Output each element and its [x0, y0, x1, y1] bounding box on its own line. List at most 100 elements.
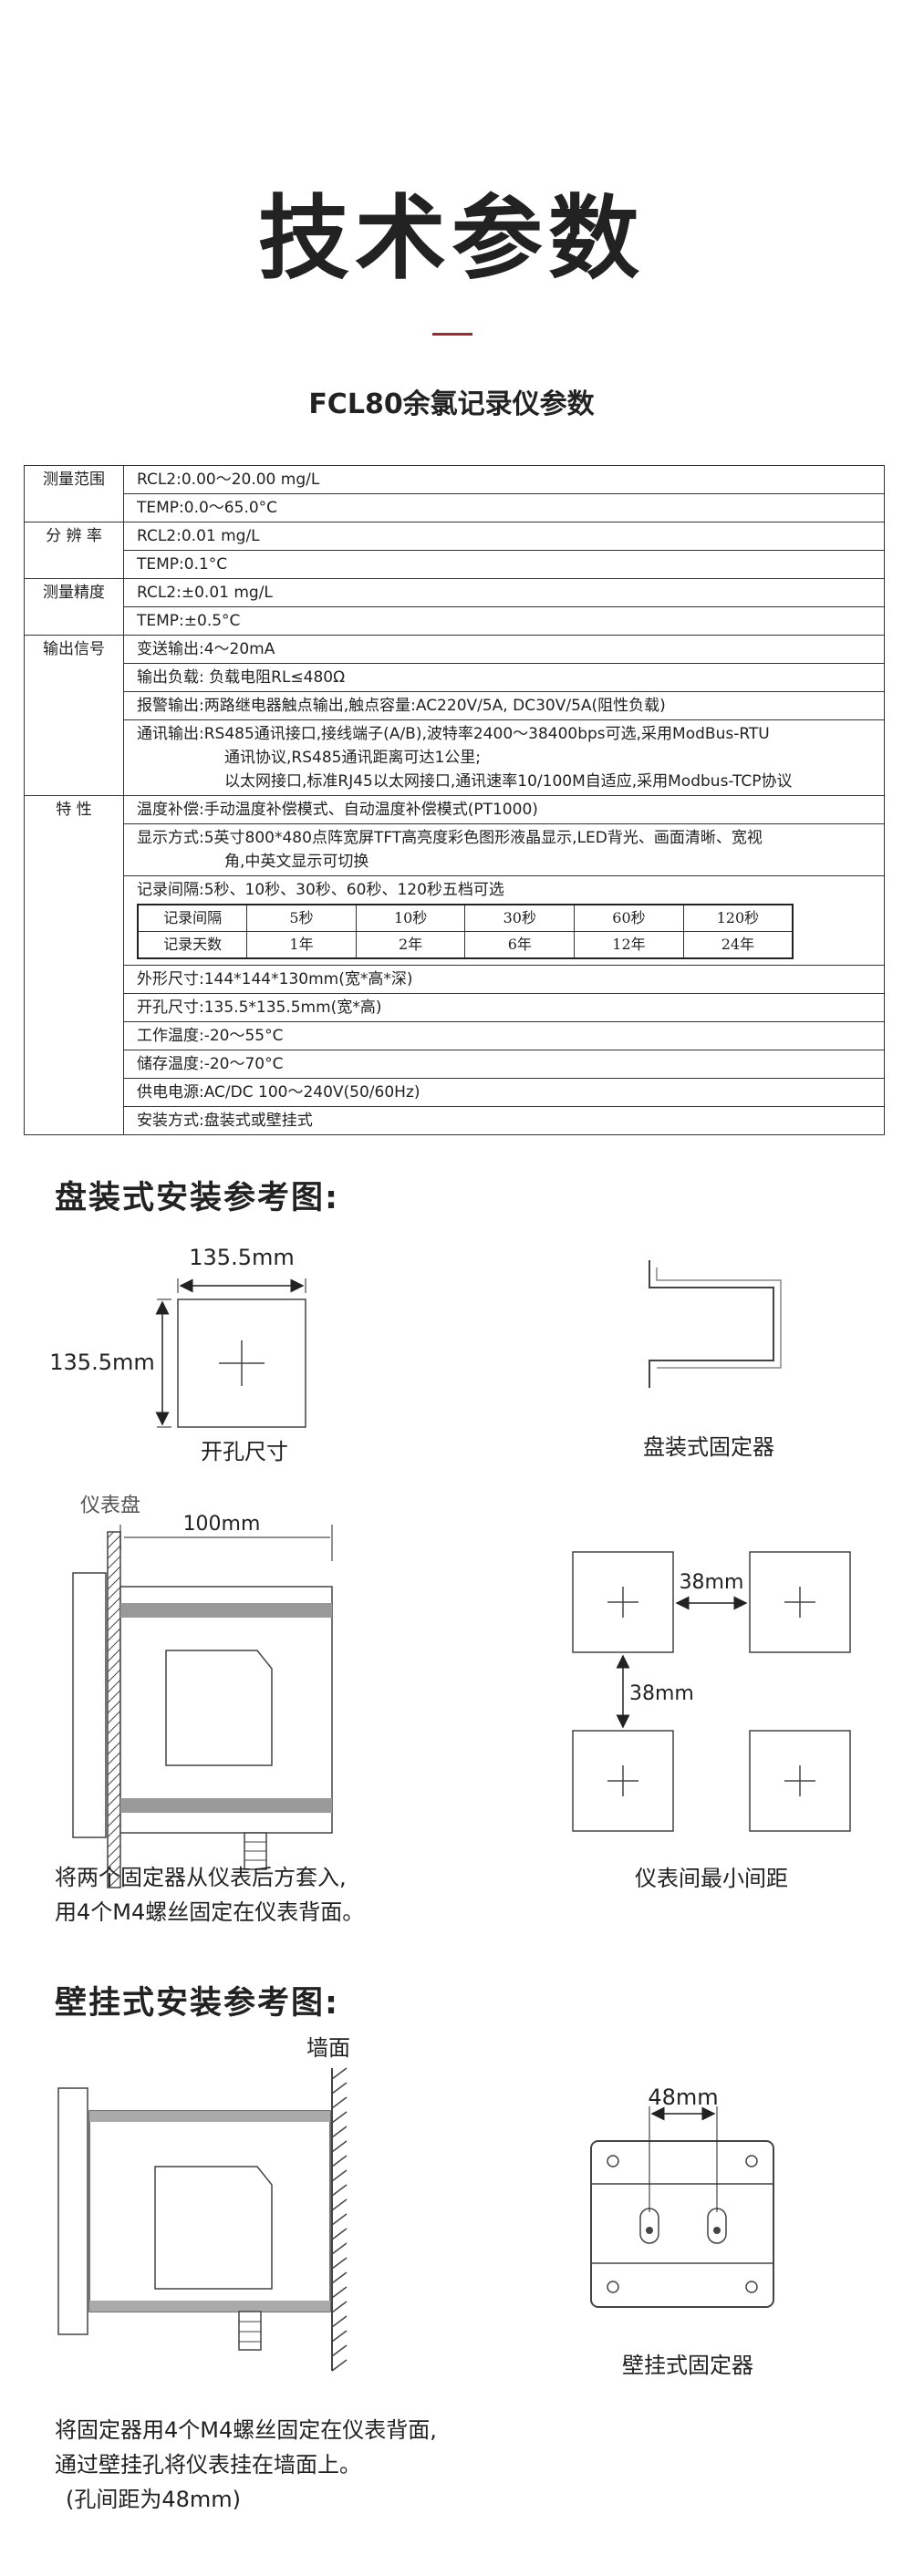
days-cell: 24年 [682, 931, 794, 959]
panel-wall [107, 1531, 121, 1888]
wall-bracket-diagram: 48mm 壁挂式固定器 [590, 2085, 774, 2378]
spec-category-output: 输出信号 [24, 635, 124, 796]
spec-value: 报警输出:两路继电器触点输出,触点容量:AC220V/5A, DC30V/5A(… [123, 691, 885, 720]
spacing-horizontal-label: 38mm [680, 1571, 744, 1594]
cutout-caption: 开孔尺寸 [201, 1439, 288, 1464]
days-cell: 12年 [574, 931, 684, 959]
spec-value: TEMP:0.0～65.0°C [123, 493, 885, 522]
comm-line-1: 通讯输出:RS485通讯接口,接线端子(A/B),波特率2400～38400bp… [137, 725, 770, 743]
panel-side-view: 仪表盘 100mm [72, 1495, 333, 1888]
cutout-width-label: 135.5mm [189, 1245, 294, 1270]
spec-value: 变送输出:4～20mA [123, 635, 885, 664]
table-row: TEMP:±0.5°C [25, 606, 885, 636]
bracket-rail-bottom [120, 1798, 332, 1813]
spec-value: RCL2:0.00～20.00 mg/L [123, 465, 885, 494]
instrument-label-panel [165, 1650, 273, 1766]
table-row: 输出负载: 负载电阻RL≤480Ω [25, 663, 885, 692]
bracket-rail-bottom [89, 2301, 330, 2312]
spec-category-resolution: 分 辨 率 [24, 522, 124, 579]
spec-value: 外形尺寸:144*144*130mm(宽*高*深) [123, 965, 885, 994]
spec-value: 温度补偿:手动温度补偿模式、自动温度补偿模式(PT1000) [123, 795, 885, 824]
comm-line-3: 以太网接口,标准RJ45以太网接口,通讯速率10/100M自适应,采用Modbu… [224, 772, 793, 791]
table-row: 安装方式:盘装式或壁挂式 [25, 1106, 885, 1135]
days-cell: 2年 [355, 931, 466, 959]
display-line-2: 角,中英文显示可切换 [224, 853, 369, 871]
wall-mount-title: 壁挂式安装参考图: [55, 1985, 339, 2022]
interval-cell: 5秒 [246, 904, 357, 932]
spec-value: 输出负载: 负载电阻RL≤480Ω [123, 663, 885, 692]
wall-bracket-caption: 壁挂式固定器 [622, 2353, 753, 2378]
note-line: (孔间距为48mm) [66, 2487, 242, 2512]
spec-value: RCL2:±0.01 mg/L [123, 578, 885, 607]
screw-hole-icon [607, 2281, 619, 2293]
interval-cell: 60秒 [574, 904, 684, 932]
spec-value-interval: 记录间隔:5秒、10秒、30秒、60秒、120秒五档可选 记录间隔 5秒 10秒… [123, 875, 885, 966]
comm-line-2: 通讯协议,RS485通讯距离可达1公里; [224, 749, 481, 767]
spec-value: 安装方式:盘装式或壁挂式 [123, 1106, 885, 1135]
title-divider [432, 333, 472, 336]
spec-value: 开孔尺寸:135.5*135.5mm(宽*高) [123, 993, 885, 1022]
spec-value: 供电电源:AC/DC 100～240V(50/60Hz) [123, 1078, 885, 1107]
spacing-caption: 仪表间最小间距 [635, 1866, 788, 1891]
interval-cell: 10秒 [355, 904, 466, 932]
instrument-front-bezel [57, 2087, 88, 2335]
keyhole-slot-icon [707, 2208, 727, 2244]
panel-mount-diagram: 135.5mm 135.5mm 开孔尺寸 盘装式固定器 仪表盘 100mm [49, 1245, 851, 1891]
interval-text: 记录间隔:5秒、10秒、30秒、60秒、120秒五档可选 [137, 881, 504, 899]
table-row: 报警输出:两路继电器触点输出,触点容量:AC220V/5A, DC30V/5A(… [25, 691, 885, 720]
record-interval-table: 记录间隔 5秒 10秒 30秒 60秒 120秒 记录天数 1年 2年 6年 1… [137, 904, 794, 959]
note-line: 用4个M4螺丝固定在仪表背面。 [55, 1899, 365, 1925]
wall-label: 墙面 [306, 2035, 350, 2061]
days-cell: 6年 [464, 931, 576, 959]
table-row: 测量精度 RCL2:±0.01 mg/L [24, 578, 885, 636]
keyhole-slot-icon [639, 2208, 659, 2244]
spec-value: TEMP:0.1°C [123, 550, 885, 579]
table-row: 外形尺寸:144*144*130mm(宽*高*深) [25, 965, 885, 994]
table-row: 输出信号 变送输出:4～20mA [24, 635, 885, 796]
spec-value-display: 显示方式:5英寸800*480点阵宽屏TFT高亮度彩色图形液晶显示,LED背光、… [123, 823, 885, 876]
table-row: 特 性 温度补偿:手动温度补偿模式、自动温度补偿模式(PT1000) [24, 795, 885, 1135]
hole-spacing-label: 48mm [648, 2085, 718, 2110]
bracket-rail-top [120, 1603, 332, 1618]
days-cell: 1年 [246, 931, 357, 959]
bracket-rail-top [89, 2111, 330, 2122]
wall-mount-diagram: 墙面 [57, 2035, 774, 2378]
note-line: 将两个固定器从仪表后方套入, [55, 1865, 347, 1890]
table-row: 记录间隔:5秒、10秒、30秒、60秒、120秒五档可选 记录间隔 5秒 10秒… [25, 875, 885, 966]
panel-bracket-diagram: 盘装式固定器 [643, 1260, 782, 1460]
cutout-height-label: 135.5mm [49, 1350, 154, 1375]
table-row: 供电电源:AC/DC 100～240V(50/60Hz) [25, 1078, 885, 1107]
table-row: 分 辨 率 RCL2:0.01 mg/L [24, 522, 885, 579]
table-row: TEMP:0.0～65.0°C [25, 493, 885, 522]
spec-category-accuracy: 测量精度 [24, 578, 124, 636]
table-row: 显示方式:5英寸800*480点阵宽屏TFT高亮度彩色图形液晶显示,LED背光、… [25, 823, 885, 876]
panel-label: 仪表盘 [80, 1495, 140, 1517]
panel-mount-note: 将两个固定器从仪表后方套入, 用4个M4螺丝固定在仪表背面。 [55, 1860, 364, 1929]
note-line: 通过壁挂孔将仪表挂在墙面上。 [55, 2452, 361, 2478]
spec-category-range: 测量范围 [24, 465, 124, 522]
instrument-front-bezel [72, 1572, 107, 1838]
wall-bracket-plate [590, 2140, 774, 2308]
spec-value-comm: 通讯输出:RS485通讯接口,接线端子(A/B),波特率2400～38400bp… [123, 719, 885, 796]
table-row: 记录天数 1年 2年 6年 12年 24年 [137, 931, 794, 959]
wall-side-view: 墙面 [57, 2035, 350, 2372]
spacing-vertical-label: 38mm [629, 1682, 694, 1705]
cable-gland-icon [238, 2311, 262, 2351]
spec-table: 测量范围 RCL2:0.00～20.00 mg/L TEMP:0.0～65.0°… [24, 465, 885, 1135]
table-row: TEMP:0.1°C [25, 550, 885, 579]
panel-mount-title: 盘装式安装参考图: [55, 1180, 339, 1216]
depth-dimension-label: 100mm [183, 1513, 261, 1536]
table-row: 开孔尺寸:135.5*135.5mm(宽*高) [25, 993, 885, 1022]
page-title: 技术参数 [258, 185, 645, 292]
spec-value: 储存温度:-20～70°C [123, 1050, 885, 1079]
interval-cell: 30秒 [464, 904, 576, 932]
screw-hole-icon [607, 2155, 619, 2167]
interval-header: 记录间隔 [137, 904, 248, 932]
table-row: 测量范围 RCL2:0.00～20.00 mg/L [24, 465, 885, 522]
spec-value: TEMP:±0.5°C [123, 606, 885, 636]
interval-cell: 120秒 [682, 904, 794, 932]
screw-hole-icon [745, 2155, 758, 2167]
table-row: 工作温度:-20～55°C [25, 1021, 885, 1050]
spec-category-features: 特 性 [24, 795, 124, 1135]
days-header: 记录天数 [137, 931, 248, 959]
